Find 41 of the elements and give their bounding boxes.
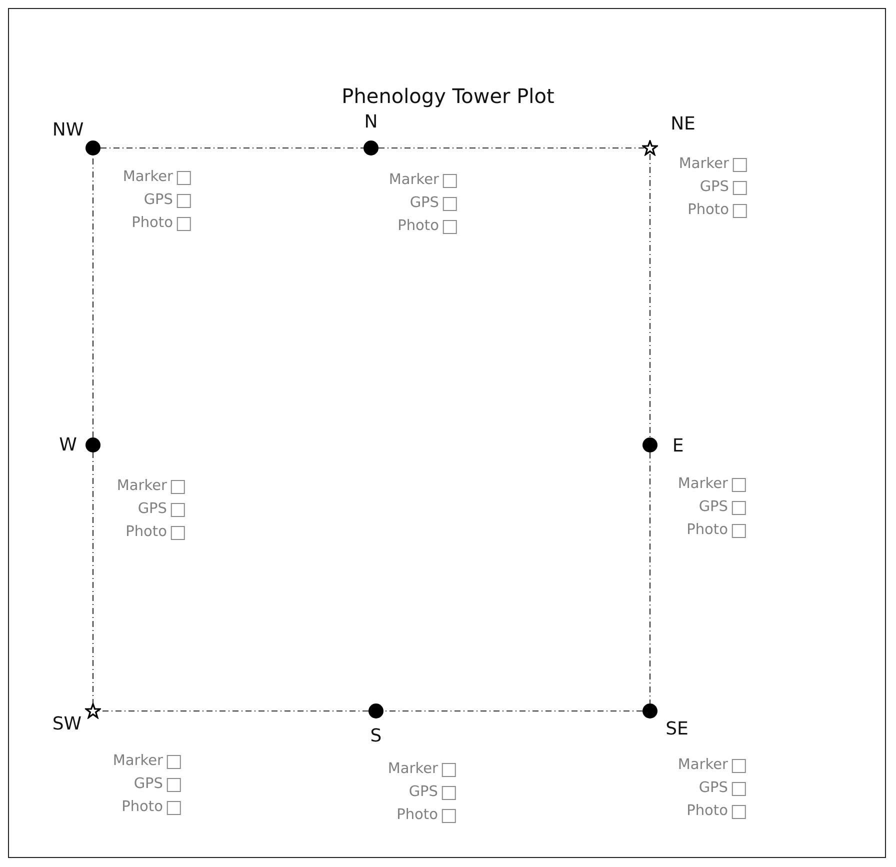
direction-label: N [364, 112, 378, 132]
checklist-label: GPS [408, 783, 438, 802]
dash-dot-line [92, 156, 94, 438]
checklist-label: Photo [686, 802, 728, 821]
direction-label: SE [666, 718, 688, 740]
direction-label: E [672, 436, 684, 456]
checklist-label: Photo [126, 523, 167, 542]
checklist-label: GPS [134, 775, 163, 794]
checklist-label: Marker [678, 756, 728, 775]
checklist-label: Marker [678, 155, 729, 174]
checklist-label: Marker [122, 168, 173, 187]
title: Phenology Tower Plot [340, 84, 556, 108]
direction-label: NW [52, 120, 84, 140]
dash-dot-line [92, 452, 94, 705]
dash-dot-line [378, 147, 644, 149]
direction-label: W [59, 434, 77, 456]
direction-label: SW [52, 714, 82, 734]
dash-dot-line [649, 154, 651, 438]
checklist-label: Photo [132, 214, 173, 233]
checklist-label: Photo [396, 806, 438, 825]
dash-dot-line [649, 452, 651, 704]
direction-label: NE [670, 114, 696, 134]
checklist-label: Photo [686, 521, 728, 540]
checklist-label: Photo [688, 201, 729, 220]
checklist-label: Marker [112, 752, 163, 771]
checklist-label: GPS [410, 194, 439, 213]
dash-dot-line [384, 710, 642, 712]
checklist-label: GPS [144, 191, 173, 210]
checklist-label: GPS [698, 779, 728, 798]
checklist-label: Marker [388, 171, 439, 190]
direction-label: S [370, 726, 382, 746]
checklist-label: Photo [398, 217, 439, 236]
dash-dot-line [99, 710, 368, 712]
checklist-label: Marker [388, 760, 438, 779]
checklist-label: GPS [138, 500, 167, 519]
checklist-label: GPS [700, 178, 729, 197]
checklist-label: Marker [678, 475, 728, 494]
checklist-label: GPS [698, 498, 728, 517]
checklist-label: Marker [116, 477, 167, 496]
checklist-label: Photo [122, 798, 163, 817]
dash-dot-line [100, 147, 364, 149]
